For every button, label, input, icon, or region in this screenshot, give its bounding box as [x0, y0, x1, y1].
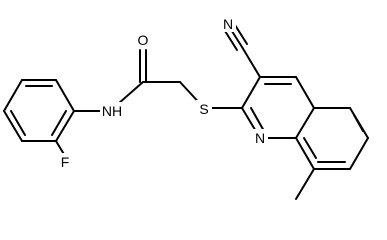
bond-inner — [250, 107, 265, 132]
bond — [3, 110, 23, 142]
chemical-structure-diagram: N O NH S N F — [3, 16, 369, 200]
amide-nh-label: NH — [102, 103, 122, 119]
bond-layer — [3, 24, 369, 200]
ring-nitrogen-label: N — [255, 130, 265, 146]
nitrile-nitrogen-label: N — [223, 16, 233, 32]
bond — [241, 46, 261, 78]
bond-inner — [303, 137, 317, 159]
bond — [234, 24, 248, 45]
bond — [295, 76, 315, 109]
bond — [55, 79, 75, 112]
bond — [3, 79, 23, 112]
bond — [295, 168, 315, 200]
bond — [295, 107, 315, 139]
atom-label-layer: N O NH S N F — [57, 16, 268, 171]
bond — [224, 30, 238, 51]
bond — [241, 76, 261, 109]
sulfur-label: S — [199, 101, 208, 117]
bond — [55, 110, 75, 142]
fluorine-label: F — [61, 154, 70, 170]
bond-inner — [10, 110, 26, 136]
bond — [295, 137, 315, 170]
bond-inner — [51, 110, 67, 136]
bond — [349, 137, 369, 170]
carbonyl-oxygen-label: O — [138, 32, 149, 48]
bond-inner — [353, 114, 364, 132]
